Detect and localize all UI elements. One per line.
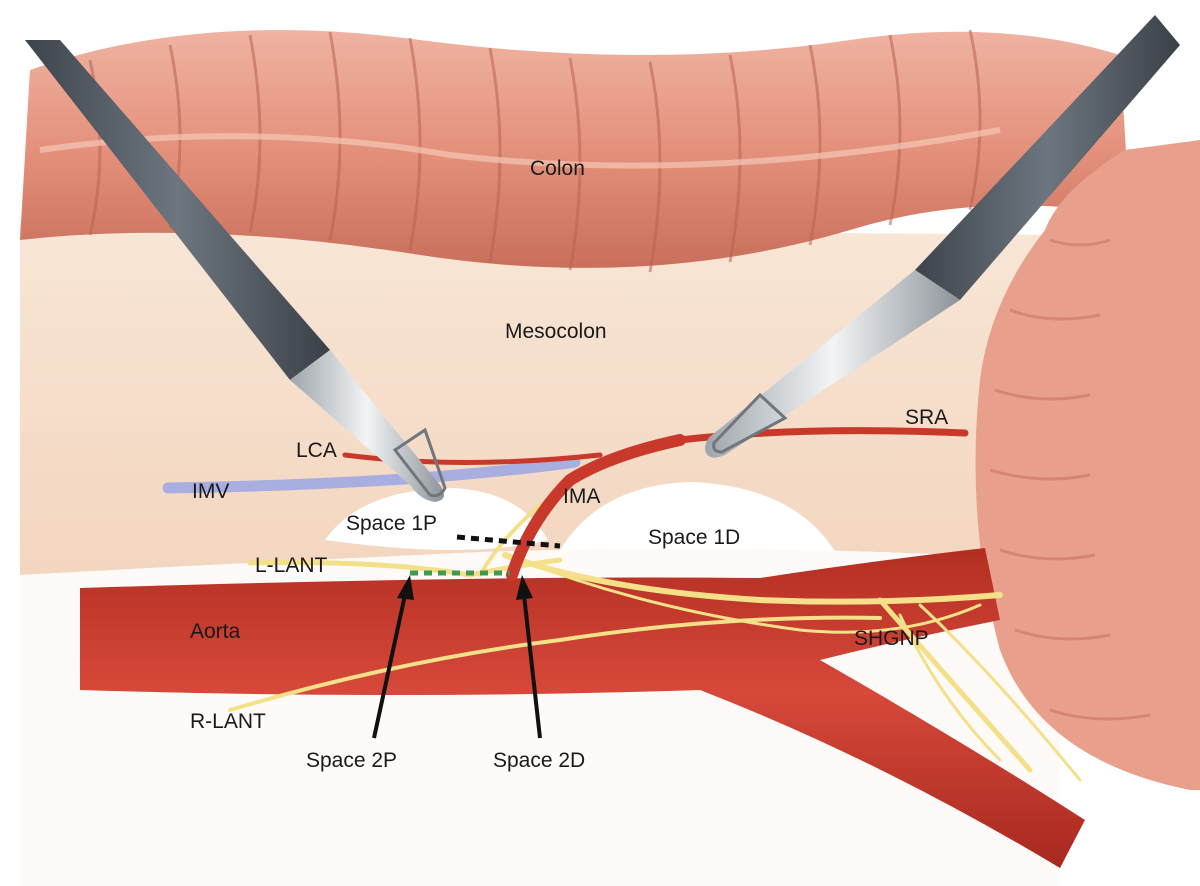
label-r-lant: R-LANT <box>190 710 266 733</box>
label-space-2d: Space 2D <box>493 749 585 772</box>
lca-artery <box>342 452 603 465</box>
arrow-space-2p <box>372 575 414 739</box>
label-imv: IMV <box>192 480 229 503</box>
arrow-space-2d <box>516 575 542 739</box>
label-ima: IMA <box>563 485 600 508</box>
colon-body <box>20 30 1130 268</box>
label-mesocolon: Mesocolon <box>505 320 607 343</box>
dashed-line-space-1 <box>456 534 561 549</box>
ima-artery <box>506 434 686 581</box>
left-instrument <box>25 40 447 502</box>
space-1d-area <box>560 482 840 566</box>
label-l-lant: L-LANT <box>255 554 328 577</box>
label-space-1p: Space 1P <box>346 512 437 535</box>
colon-taenia <box>39 127 1001 169</box>
label-aorta: Aorta <box>190 620 241 643</box>
right-instrument <box>705 15 1180 458</box>
rectum <box>975 140 1200 790</box>
label-shgnp: SHGNP <box>854 627 929 650</box>
rectum-folds <box>989 238 1151 721</box>
aorta <box>80 548 1085 868</box>
label-lca: LCA <box>296 439 337 462</box>
label-sra: SRA <box>905 406 948 429</box>
label-space-1d: Space 1D <box>648 526 740 549</box>
space-1p-area <box>325 488 548 550</box>
label-colon: Colon <box>530 157 585 180</box>
label-space-2p: Space 2P <box>306 749 397 772</box>
